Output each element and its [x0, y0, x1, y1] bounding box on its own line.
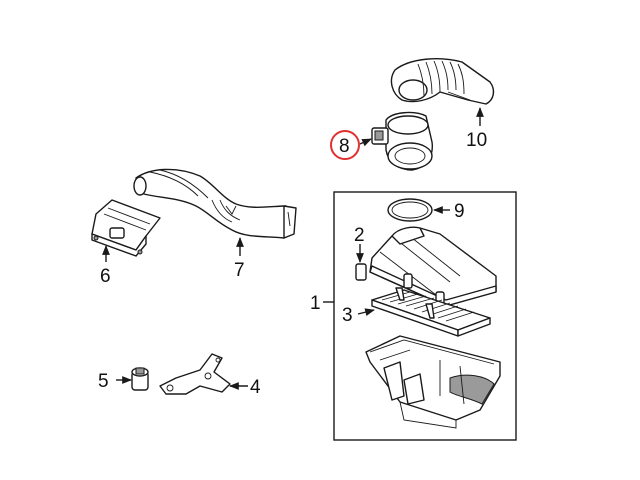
callout-6: 6 [100, 266, 111, 287]
lower-housing [365, 335, 501, 429]
part-1-air-cleaner-assembly: 1 [310, 191, 517, 441]
callout-3: 3 [342, 305, 353, 326]
callout-1: 1 [310, 293, 321, 314]
callout-5: 5 [98, 371, 109, 392]
callout-9: 9 [454, 201, 465, 222]
part-5-grommet: 5 [98, 367, 149, 392]
callout-2: 2 [354, 225, 365, 246]
callout-8: 8 [339, 136, 350, 157]
part-2-upper-cover: 2 [354, 225, 497, 307]
assembly-frame [333, 191, 517, 441]
part-7-air-duct: 7 [133, 168, 297, 281]
callout-7: 7 [234, 260, 245, 281]
part-10-intake-hose: 10 [390, 58, 495, 151]
part-6-resonator: 6 [91, 199, 161, 287]
part-9-gasket: 9 [387, 198, 465, 222]
callout-10: 10 [466, 130, 487, 151]
part-8-airflow-sensor: 8 [330, 111, 433, 171]
highlight-circle-8 [330, 130, 360, 160]
part-4-bracket: 4 [159, 353, 261, 398]
part-3-filter-element: 3 [342, 287, 491, 337]
callout-4: 4 [250, 377, 261, 398]
